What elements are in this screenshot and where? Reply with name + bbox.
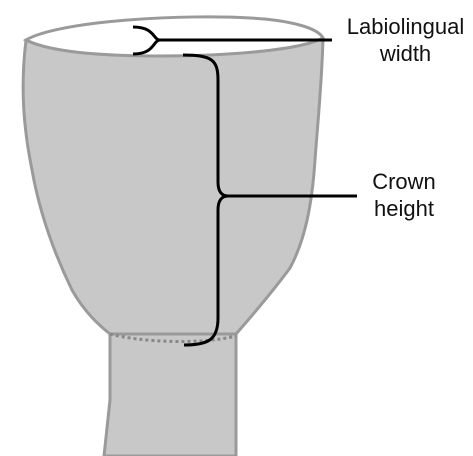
labiolingual-width-label-line1: Labiolingual — [338, 13, 473, 40]
tooth-crown — [23, 24, 323, 334]
tooth-root — [104, 332, 236, 456]
crown-height-label: Crown height — [361, 168, 447, 222]
labiolingual-width-label-line2: width — [338, 40, 473, 67]
crown-height-label-line2: height — [361, 195, 447, 222]
labiolingual-width-label: Labiolingual width — [338, 13, 473, 67]
occlusal-surface — [26, 17, 323, 56]
crown-height-label-line1: Crown — [361, 168, 447, 195]
